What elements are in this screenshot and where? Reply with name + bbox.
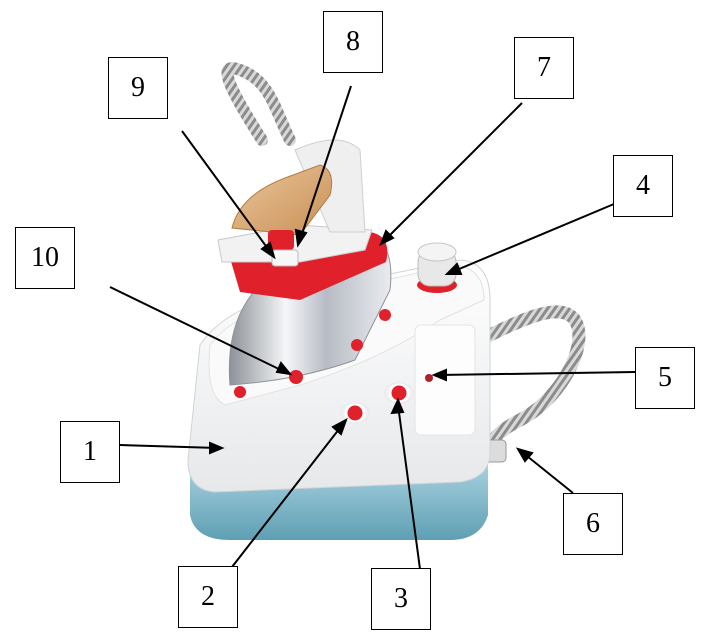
callout-4: 4: [613, 155, 673, 217]
steam-hose: [227, 68, 290, 140]
callout-2: 2: [178, 566, 238, 628]
dial-knob-top: [418, 243, 456, 261]
indicator-light-5: [425, 374, 433, 382]
callout-7: 7: [514, 37, 574, 99]
iron-switch: [272, 250, 298, 266]
power-button-2: [346, 404, 364, 422]
callout-8-number: 8: [346, 26, 360, 58]
callout-6-number: 6: [586, 508, 600, 540]
arrow-6: [522, 452, 573, 493]
callout-9-number: 9: [131, 72, 145, 104]
callout-9: 9: [108, 57, 168, 119]
callout-5: 5: [635, 347, 695, 409]
callout-4-number: 4: [636, 170, 650, 202]
callout-2-number: 2: [201, 581, 215, 613]
callout-10: 10: [15, 227, 75, 289]
callout-6: 6: [563, 493, 623, 555]
callout-10-number: 10: [31, 242, 59, 274]
callout-7-number: 7: [537, 52, 551, 84]
callout-1: 1: [60, 421, 120, 483]
callout-3-number: 3: [394, 583, 408, 615]
callout-8: 8: [323, 11, 383, 73]
steam-button-3: [390, 384, 408, 402]
callout-1-number: 1: [83, 436, 97, 468]
arrow-4: [452, 204, 614, 272]
callout-5-number: 5: [658, 362, 672, 394]
cork-handle: [232, 165, 332, 235]
rest-pad: [379, 309, 391, 321]
rest-pad-10: [289, 370, 303, 384]
arrow-7: [385, 103, 522, 240]
callout-3: 3: [371, 568, 431, 630]
rest-pad: [234, 386, 246, 398]
rest-pad: [351, 339, 363, 351]
